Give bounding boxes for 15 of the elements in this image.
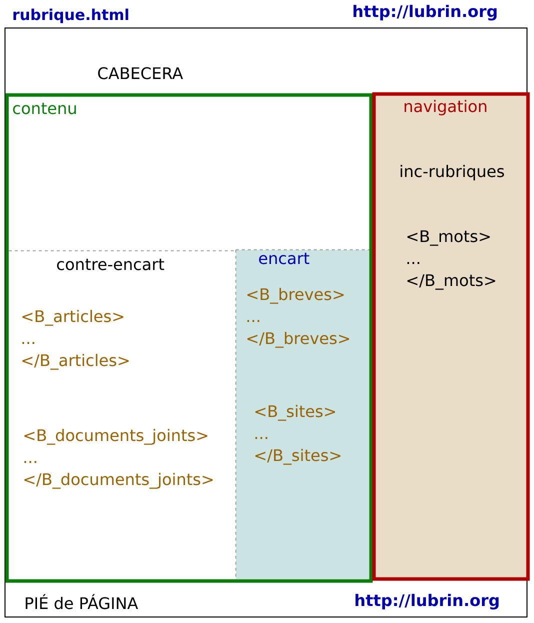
region-label: contenu [13, 102, 76, 114]
region-label: contre-encart [57, 258, 164, 270]
url-text: http://lubrin.org [354, 4, 497, 20]
region-label: navigation [404, 100, 486, 116]
region-label: encart [259, 252, 310, 264]
header-label: CABECERA [98, 67, 183, 80]
code-text: <B_sites> ... </B_sites> [255, 404, 340, 465]
include-label: inc-rubriques [400, 164, 504, 180]
code-text: <B_articles> ... </B_articles> [22, 310, 129, 370]
code-text: <B_mots> ... </B_mots> [407, 230, 496, 290]
footer-label: PIÉ de PÁGINA [26, 594, 138, 610]
title: rubrique.html [13, 8, 128, 24]
url-text: http://lubrin.org [356, 594, 499, 610]
code-text: <B_documents_joints> ... </B_documents_joints> [24, 428, 213, 489]
code-text: <B_breves> ... </B_breves> [247, 288, 350, 348]
